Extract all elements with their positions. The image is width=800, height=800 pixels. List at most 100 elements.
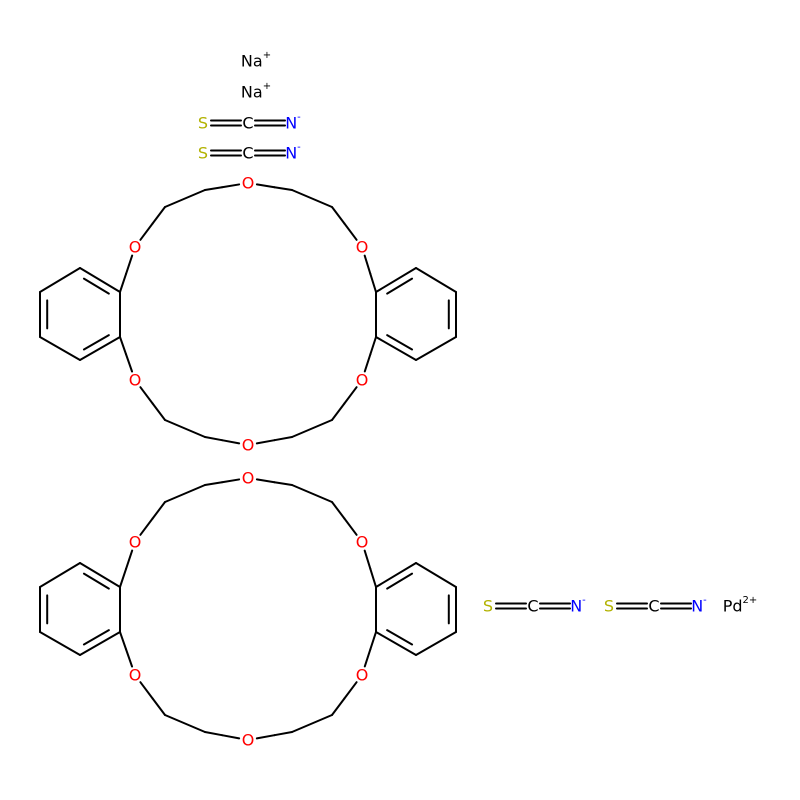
crown-ether-2-ring-bond <box>125 648 134 668</box>
crown-ether-2-ring-bond <box>369 631 377 651</box>
crown-ether-2-oxygen-2: O <box>129 533 142 552</box>
crown-ether-1-ring-bond <box>291 189 333 208</box>
crown-ether-2-left-ring-aromatic <box>82 572 110 590</box>
crown-ether-1-ring-bond <box>125 353 134 373</box>
thiocyanate-3-carbon: C <box>527 597 538 616</box>
crown-ether-2-ring-bond <box>221 734 241 740</box>
crown-ether-1-ring-bond <box>221 439 241 445</box>
crown-ether-1-oxygen-3: O <box>356 238 369 257</box>
crown-ether-2-right-ring-aromatic <box>386 572 414 590</box>
crown-ether-1-ring-bond <box>255 183 276 189</box>
sodium-ion-1: Na+ <box>241 50 271 71</box>
crown-ether-1-right-ring-bond <box>375 267 417 293</box>
crown-ether-2-ring-bond <box>119 631 128 651</box>
crown-ether-1-ring-bond <box>204 186 224 191</box>
crown-ether-1-ring-bond <box>139 222 154 241</box>
crown-ether-1-oxygen-1: O <box>242 174 255 193</box>
crown-ether-2-ring-bond <box>363 648 372 668</box>
crown-ether-1-ring-bond <box>363 254 372 275</box>
crown-ether-1-left-ring-bond <box>79 267 121 293</box>
crown-ether-1-right-ring-bond <box>415 267 457 293</box>
crown-ether-2-ring-bond <box>164 714 206 733</box>
crown-ether-1-ring-bond <box>221 183 241 189</box>
crown-ether-2-left-ring-aromatic <box>82 629 110 646</box>
crown-ether-2-oxygen-6: O <box>242 731 255 750</box>
crown-ether-2-ring-bond <box>369 567 377 588</box>
crown-ether-2-oxygen-4: O <box>129 666 142 685</box>
crown-ether-1-ring-bond <box>331 402 346 421</box>
crown-ether-1-ring-bond <box>151 206 166 225</box>
crown-ether-2-oxygen-5: O <box>356 666 369 685</box>
crown-ether-2-right-ring-bond <box>375 562 417 588</box>
crown-ether-2-ring-bond <box>119 567 128 588</box>
crown-ether-2-ring-bond <box>273 481 293 486</box>
crown-ether-1-right-ring-bond <box>415 336 457 361</box>
crown-ether-2-ring-bond <box>363 549 372 570</box>
crown-ether-1-ring-bond <box>273 436 293 442</box>
crown-ether-2-ring-bond <box>255 734 276 740</box>
crown-ether-1-oxygen-6: O <box>242 436 255 455</box>
crown-ether-2-ring-bond <box>331 501 346 520</box>
crown-ether-2-ring-bond <box>204 731 224 737</box>
crown-ether-2-left-ring-bond <box>79 562 121 588</box>
thiocyanate-1-sulfur: S <box>198 114 208 133</box>
thiocyanate-1-nitrogen: N- <box>285 112 301 133</box>
crown-ether-2-ring-bond <box>331 697 346 716</box>
crown-ether-2-ring-bond <box>139 681 154 700</box>
crown-ether-1-ring-bond <box>139 386 154 405</box>
crown-ether-2-right-ring-bond <box>415 562 457 588</box>
crown-ether-1-left-ring-bond <box>79 336 121 361</box>
crown-ether-1-ring-bond <box>343 222 358 241</box>
crown-ether-1-ring-bond <box>164 189 206 208</box>
crown-ether-1-ring-bond <box>125 254 134 275</box>
crown-ether-1-ring-bond <box>369 336 377 356</box>
crown-ether-2-ring-bond <box>273 731 293 737</box>
crown-ether-1-ring-bond <box>363 353 372 373</box>
crown-ether-2-ring-bond <box>204 481 224 486</box>
crown-ether-2-ring-bond <box>291 484 333 503</box>
crown-ether-1-ring-bond <box>164 419 206 438</box>
crown-ether-1-ring-bond <box>151 402 166 421</box>
crown-ether-2-ring-bond <box>151 501 166 520</box>
crown-ether-2-left-ring-bond <box>79 631 121 656</box>
crown-ether-2-ring-bond <box>125 549 134 570</box>
crown-ether-2-ring-bond <box>139 517 154 536</box>
crown-ether-2-ring-bond <box>343 681 358 700</box>
thiocyanate-2-sulfur: S <box>198 144 208 163</box>
crown-ether-1-left-ring-aromatic <box>82 277 110 295</box>
palladium-ion: Pd2+ <box>723 595 758 616</box>
crown-ether-1-right-ring-aromatic <box>386 277 414 295</box>
thiocyanate-1-carbon: C <box>242 114 253 133</box>
crown-ether-2-ring-bond <box>164 484 206 503</box>
crown-ether-2-ring-bond <box>151 697 166 716</box>
thiocyanate-4-nitrogen: N- <box>691 595 707 616</box>
crown-ether-1-oxygen-4: O <box>129 371 142 390</box>
crown-ether-1-ring-bond <box>331 206 346 225</box>
thiocyanate-3-sulfur: S <box>483 597 493 616</box>
thiocyanate-2-carbon: C <box>242 144 253 163</box>
thiocyanate-4-sulfur: S <box>604 597 614 616</box>
crown-ether-2-left-ring-bond <box>39 562 81 588</box>
crown-ether-1-right-ring-bond <box>375 336 417 361</box>
crown-ether-1-ring-bond <box>119 336 128 356</box>
crown-ether-2-right-ring-bond <box>415 631 457 656</box>
crown-ether-1-left-ring-bond <box>39 336 81 361</box>
crown-ether-2-right-ring-aromatic <box>386 629 414 646</box>
crown-ether-2-ring-bond <box>291 714 333 733</box>
thiocyanate-2-nitrogen: N- <box>285 142 301 163</box>
crown-ether-1-ring-bond <box>204 436 224 442</box>
crown-ether-1-oxygen-5: O <box>356 371 369 390</box>
sodium-ion-2: Na+ <box>241 81 271 102</box>
crown-ether-1-left-ring-aromatic <box>82 334 110 351</box>
crown-ether-2-right-ring-bond <box>375 631 417 656</box>
crown-ether-1-ring-bond <box>255 439 276 445</box>
crown-ether-2-ring-bond <box>221 478 241 484</box>
crown-ether-1-right-ring-aromatic <box>386 334 414 351</box>
thiocyanate-3-nitrogen: N- <box>570 595 586 616</box>
crown-ether-1-ring-bond <box>273 186 293 191</box>
crown-ether-1-ring-bond <box>119 272 128 293</box>
crown-ether-2-left-ring-bond <box>39 631 81 656</box>
crown-ether-2-ring-bond <box>343 517 358 536</box>
crown-ether-2-oxygen-1: O <box>242 469 255 488</box>
